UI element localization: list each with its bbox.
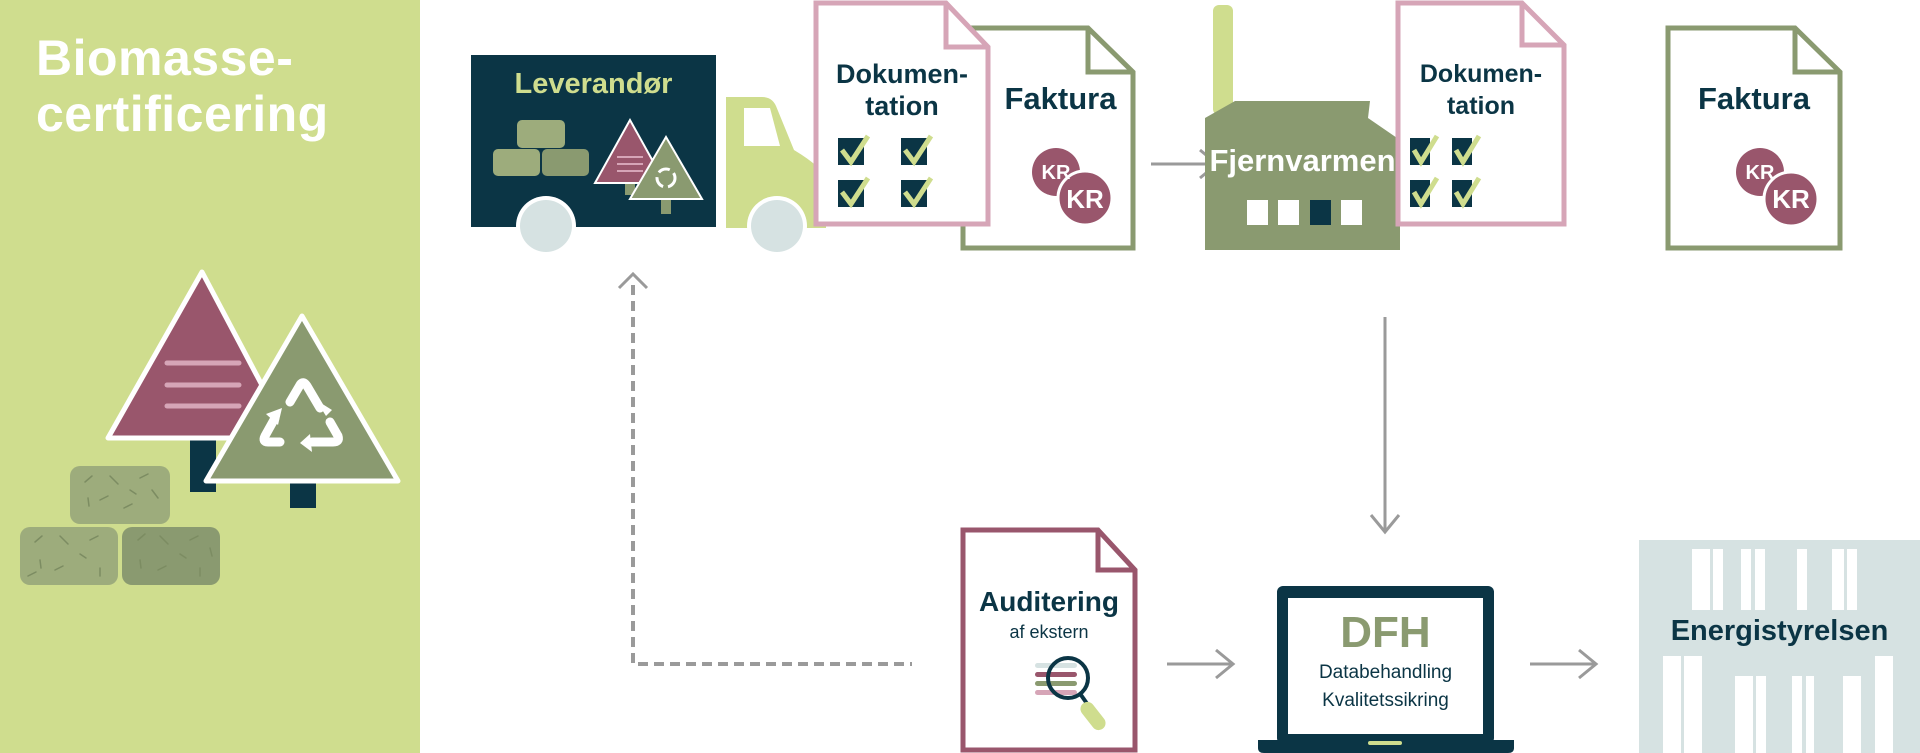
currency-label: KR	[1772, 184, 1810, 214]
dfh-line-2: Kvalitetssikring	[1322, 690, 1449, 711]
currency-label: KR	[1745, 162, 1775, 184]
documentation-line-2: tation	[1446, 92, 1516, 120]
documentation-label-1: Dokumen- tation	[818, 58, 986, 122]
magnifier-icon	[1035, 656, 1106, 731]
agency-label: Energistyrelsen	[1670, 615, 1889, 647]
audit-title: Auditering	[979, 586, 1119, 617]
tree-icon	[105, 269, 293, 492]
coin-icon	[1762, 170, 1820, 228]
arrow-icon	[1369, 317, 1401, 535]
currency-label: KR	[1041, 162, 1071, 184]
checkbox-icon	[838, 134, 934, 209]
title-panel: Biomasse- certificering	[0, 0, 420, 753]
currency-label: KR	[1066, 184, 1104, 214]
dfh-line-1: Databehandling	[1318, 662, 1453, 683]
recycle-tree-icon	[203, 313, 401, 508]
factory-icon	[1205, 5, 1400, 250]
checkbox-icon	[1410, 134, 1482, 209]
arrow-icon	[1530, 648, 1599, 680]
documentation-document-2	[1395, 0, 1567, 227]
dashed-feedback-arrow	[617, 271, 912, 666]
building-icon	[1639, 540, 1920, 753]
title-line-1: Biomasse-	[36, 30, 294, 86]
invoice-label-2: Faktura	[1698, 81, 1810, 116]
invoice-label-1: Faktura	[1004, 81, 1117, 116]
invoice-document-2	[1665, 25, 1843, 251]
panel-title: Biomasse- certificering	[36, 30, 329, 142]
biomass-illustration	[20, 269, 401, 585]
documentation-line-1: Dokumen-	[1419, 60, 1543, 88]
invoice-document-1	[960, 25, 1136, 251]
documentation-document-1	[813, 0, 991, 227]
audit-document	[960, 527, 1138, 753]
recycle-icon	[259, 378, 343, 447]
plant-label: Fjernvarmen	[1209, 143, 1396, 178]
coin-icon	[1056, 169, 1114, 227]
audit-subtitle: af ekstern	[1009, 622, 1089, 642]
arrow-icon	[1167, 648, 1236, 680]
laptop-icon	[1258, 586, 1514, 753]
documentation-line-1: Dokumen-	[835, 59, 968, 89]
hay-bale-icon	[20, 466, 220, 585]
supplier-label: Leverandør	[514, 68, 673, 100]
title-line-2: certificering	[36, 86, 329, 142]
documentation-label-2: Dokumen- tation	[1398, 58, 1564, 122]
truck-icon	[471, 55, 826, 256]
documentation-line-2: tation	[865, 91, 939, 121]
dfh-title: DFH	[1340, 608, 1431, 657]
